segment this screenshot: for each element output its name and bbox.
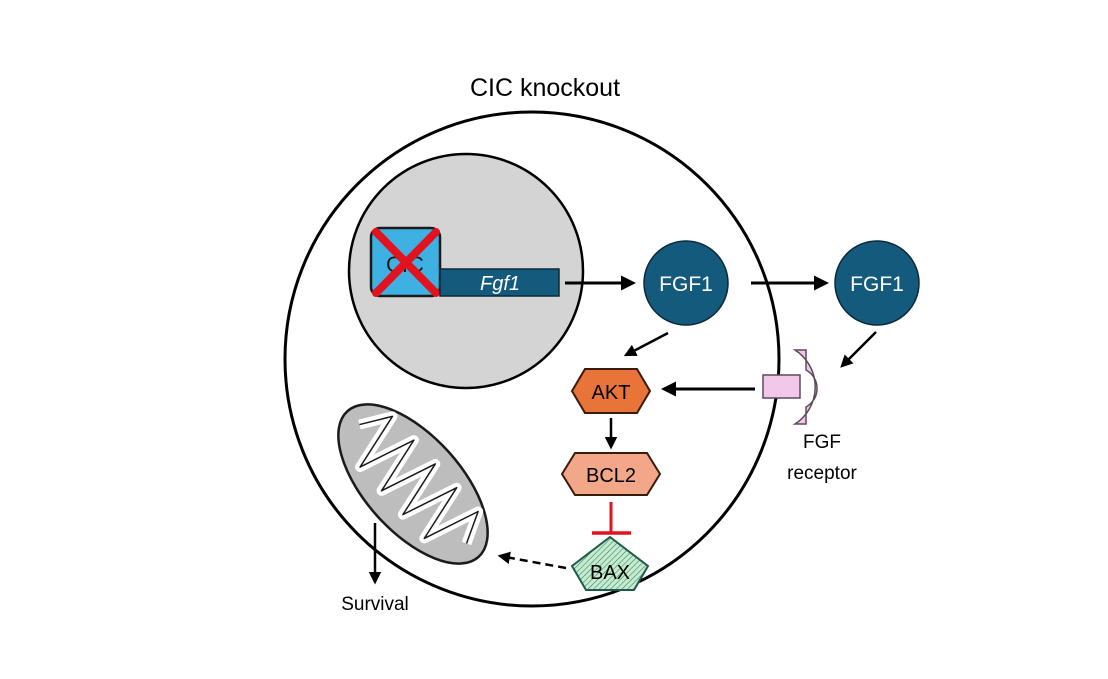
fgf1-secreted-label: FGF1 xyxy=(850,273,904,296)
fgf-receptor-icon xyxy=(762,349,818,425)
fgf1-gene-label: Fgf1 xyxy=(480,273,520,295)
fgf1-internal-label: FGF1 xyxy=(659,273,713,296)
fgf1-secreted-node xyxy=(834,240,920,326)
akt-node xyxy=(570,368,652,414)
bax-node xyxy=(570,535,650,591)
bax-label: BAX xyxy=(590,562,630,584)
fgf1-gene-bar xyxy=(439,268,560,297)
inhibition-bcl2-bax xyxy=(592,502,631,535)
diagram-title: CIC knockout xyxy=(470,74,620,102)
bcl2-label: BCL2 xyxy=(586,465,636,487)
arrow-fgf1-to-akt xyxy=(623,331,669,357)
arrow-fgf1-to-receptor xyxy=(840,331,877,368)
akt-label: AKT xyxy=(592,382,631,404)
knockout-x-icon xyxy=(372,228,440,297)
receptor-label-line1: FGF xyxy=(803,432,841,453)
mitochondrion-icon xyxy=(337,403,489,565)
survival-label: Survival xyxy=(341,594,409,615)
arrow-bax-to-mitochondrion xyxy=(497,551,567,570)
receptor-label-line2: receptor xyxy=(787,463,857,484)
fgf1-internal-node xyxy=(643,240,729,326)
bcl2-node xyxy=(560,452,662,496)
